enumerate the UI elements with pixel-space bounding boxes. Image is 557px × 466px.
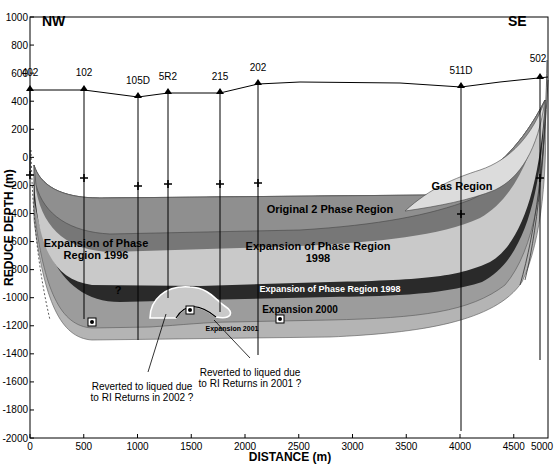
expansion-2000-region [34,100,545,328]
gas-region [405,100,545,211]
well-heads [26,73,544,98]
axis-title: REDUCE DEPTH (m) [2,170,15,287]
y-tick [30,381,34,382]
region-label: Expansion 2000 [262,304,338,315]
y-tick-label: 800 [11,40,28,51]
y-tick-label: 400 [11,96,28,107]
x-tick [245,434,246,438]
y-tick-label: 200 [11,124,28,135]
plot-frame [30,17,548,438]
y-tick [30,438,34,439]
axis-title: DISTANCE (m) [249,451,331,464]
x-tick [191,434,192,438]
well-name: 102 [76,67,93,78]
x-tick-label: 3500 [395,441,417,452]
x-tick-label: 4000 [449,441,471,452]
x-tick [137,434,138,438]
leader-lines [148,314,250,372]
y-tick-label: 1000 [6,12,28,23]
y-tick-label: -1000 [2,292,28,303]
reverted-edge [176,307,216,318]
x-tick-label: 5000 [531,441,553,452]
y-tick [30,129,34,130]
sample-markers [88,306,284,326]
y-tick [30,45,34,46]
axis-ticks [30,17,514,438]
dark-band-1998 [34,100,545,302]
x-tick [352,434,353,438]
x-tick-label: 3000 [341,441,363,452]
marker-dots [90,308,282,324]
region-label: Gas Region [431,180,492,192]
x-tick [406,434,407,438]
y-tick-label: 600 [11,68,28,79]
well-name: 215 [212,71,229,82]
y-tick-label: -1400 [2,348,28,359]
wells [30,78,540,431]
y-tick [30,213,34,214]
y-tick [30,353,34,354]
x-tick-label: 0 [27,441,33,452]
original-two-phase-region [34,100,545,234]
region-label: Original 2 Phase Region [267,203,394,215]
x-tick [460,434,461,438]
x-tick-label: 2000 [234,441,256,452]
x-tick-label: 2500 [288,441,310,452]
question-mark: ? [115,284,122,296]
y-tick [30,241,34,242]
note-label: Reverted to liqued due to RI Returns in … [88,381,196,403]
y-tick-label: -1600 [2,376,28,387]
x-tick-label: 1500 [180,441,202,452]
y-tick [30,101,34,102]
y-tick [30,297,34,298]
y-tick-label: -2000 [2,433,28,444]
region-label: Expansion of Phase Region 1998 [243,240,393,264]
well-crosses [26,171,544,218]
region-label: Expansion of Phase Region 1998 [259,285,400,295]
x-tick-label: 4500 [503,441,525,452]
expansion-2001-region [34,100,546,340]
y-tick [30,325,34,326]
region-label: Expansion of Phase Region 1996 [44,237,149,261]
y-tick [30,185,34,186]
note-label: Reverted to liqued due to RI Returns in … [196,367,304,389]
y-tick-label: -1200 [2,320,28,331]
expansion-1996-band [34,100,545,252]
expansion-1998-region [34,100,545,286]
y-tick [30,409,34,410]
x-tick [298,434,299,438]
well-name: 511D [449,65,472,76]
x-tick-label: 500 [75,441,92,452]
y-tick-label: 0 [22,152,28,163]
direction-label: NW [42,14,65,29]
direction-label: SE [508,14,527,29]
y-tick [30,17,34,18]
y-tick [30,269,34,270]
y-tick [30,157,34,158]
x-tick-label: 1000 [126,441,148,452]
region-label: Expansion 2001 [206,325,259,333]
reverted-blob [150,287,231,318]
well-name: 105D [126,75,150,86]
well-name: 5R2 [159,71,177,82]
right-boundary [520,60,548,285]
y-tick-label: -1800 [2,404,28,415]
ground-surface [30,77,548,97]
well-name: 202 [250,62,267,73]
x-tick [83,434,84,438]
well-name: 502 [530,53,547,64]
x-tick [513,434,514,438]
x-tick [30,434,31,438]
